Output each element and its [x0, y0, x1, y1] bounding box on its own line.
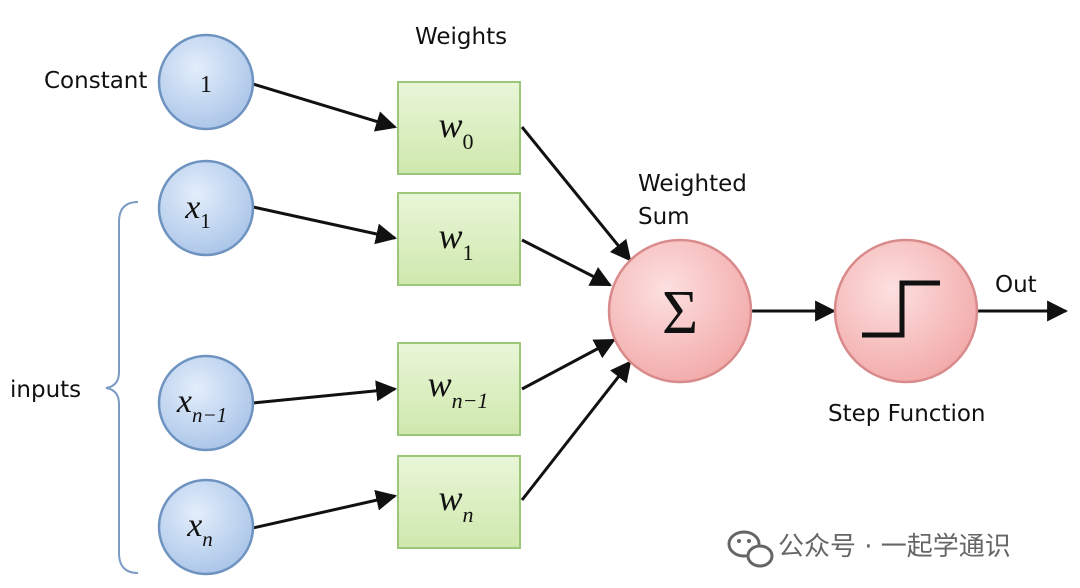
arrow-input-3 [252, 489, 398, 530]
svg-text:w1: w1 [438, 216, 473, 265]
arrow-weight-2 [521, 338, 616, 391]
input-node-xn: xn [157, 478, 255, 576]
input-node-constant: 1 [157, 33, 255, 131]
weighted-sum-label-line2: Sum [638, 204, 690, 230]
weighted-sum-label-line1: Weighted [638, 171, 747, 197]
svg-text:xn−1: xn−1 [176, 383, 227, 427]
inputs-label: inputs [10, 377, 81, 403]
weights-label: Weights [415, 24, 507, 50]
weight-box-wn-1: wn−1 [397, 342, 521, 436]
weight-box-w0: w0 [397, 81, 521, 175]
step-function-label: Step Function [828, 401, 986, 427]
arrow-input-2 [252, 380, 398, 405]
weighted-sum-node: Σ [607, 238, 753, 384]
wechat-icon [727, 530, 774, 568]
svg-text:xn: xn [186, 507, 213, 551]
svg-text:1: 1 [200, 72, 212, 98]
input-node-xn-1: xn−1 [157, 354, 255, 452]
weight-box-w1: w1 [397, 192, 521, 286]
input-node-x1: x1 [157, 159, 255, 257]
arrow-weight-0 [520, 126, 632, 262]
out-label: Out [995, 272, 1037, 298]
watermark: 公众号 · 一起学通识 [727, 530, 1011, 568]
step-function-node [833, 238, 979, 384]
arrow-input-0 [252, 82, 398, 132]
svg-text:x1: x1 [184, 189, 211, 233]
step-function-icon [862, 280, 940, 338]
arrow-weight-3 [520, 360, 632, 501]
arrow-input-1 [252, 205, 398, 245]
svg-text:wn−1: wn−1 [428, 364, 489, 413]
svg-text:w0: w0 [438, 105, 473, 154]
sigma-symbol: Σ [662, 279, 698, 347]
svg-text:wn: wn [438, 478, 473, 527]
inputs-bracket [105, 201, 139, 574]
watermark-text: 公众号 · 一起学通识 [778, 532, 1011, 562]
constant-label: Constant [44, 68, 147, 94]
weight-box-wn: wn [397, 455, 521, 549]
arrow-weight-1 [521, 238, 612, 287]
